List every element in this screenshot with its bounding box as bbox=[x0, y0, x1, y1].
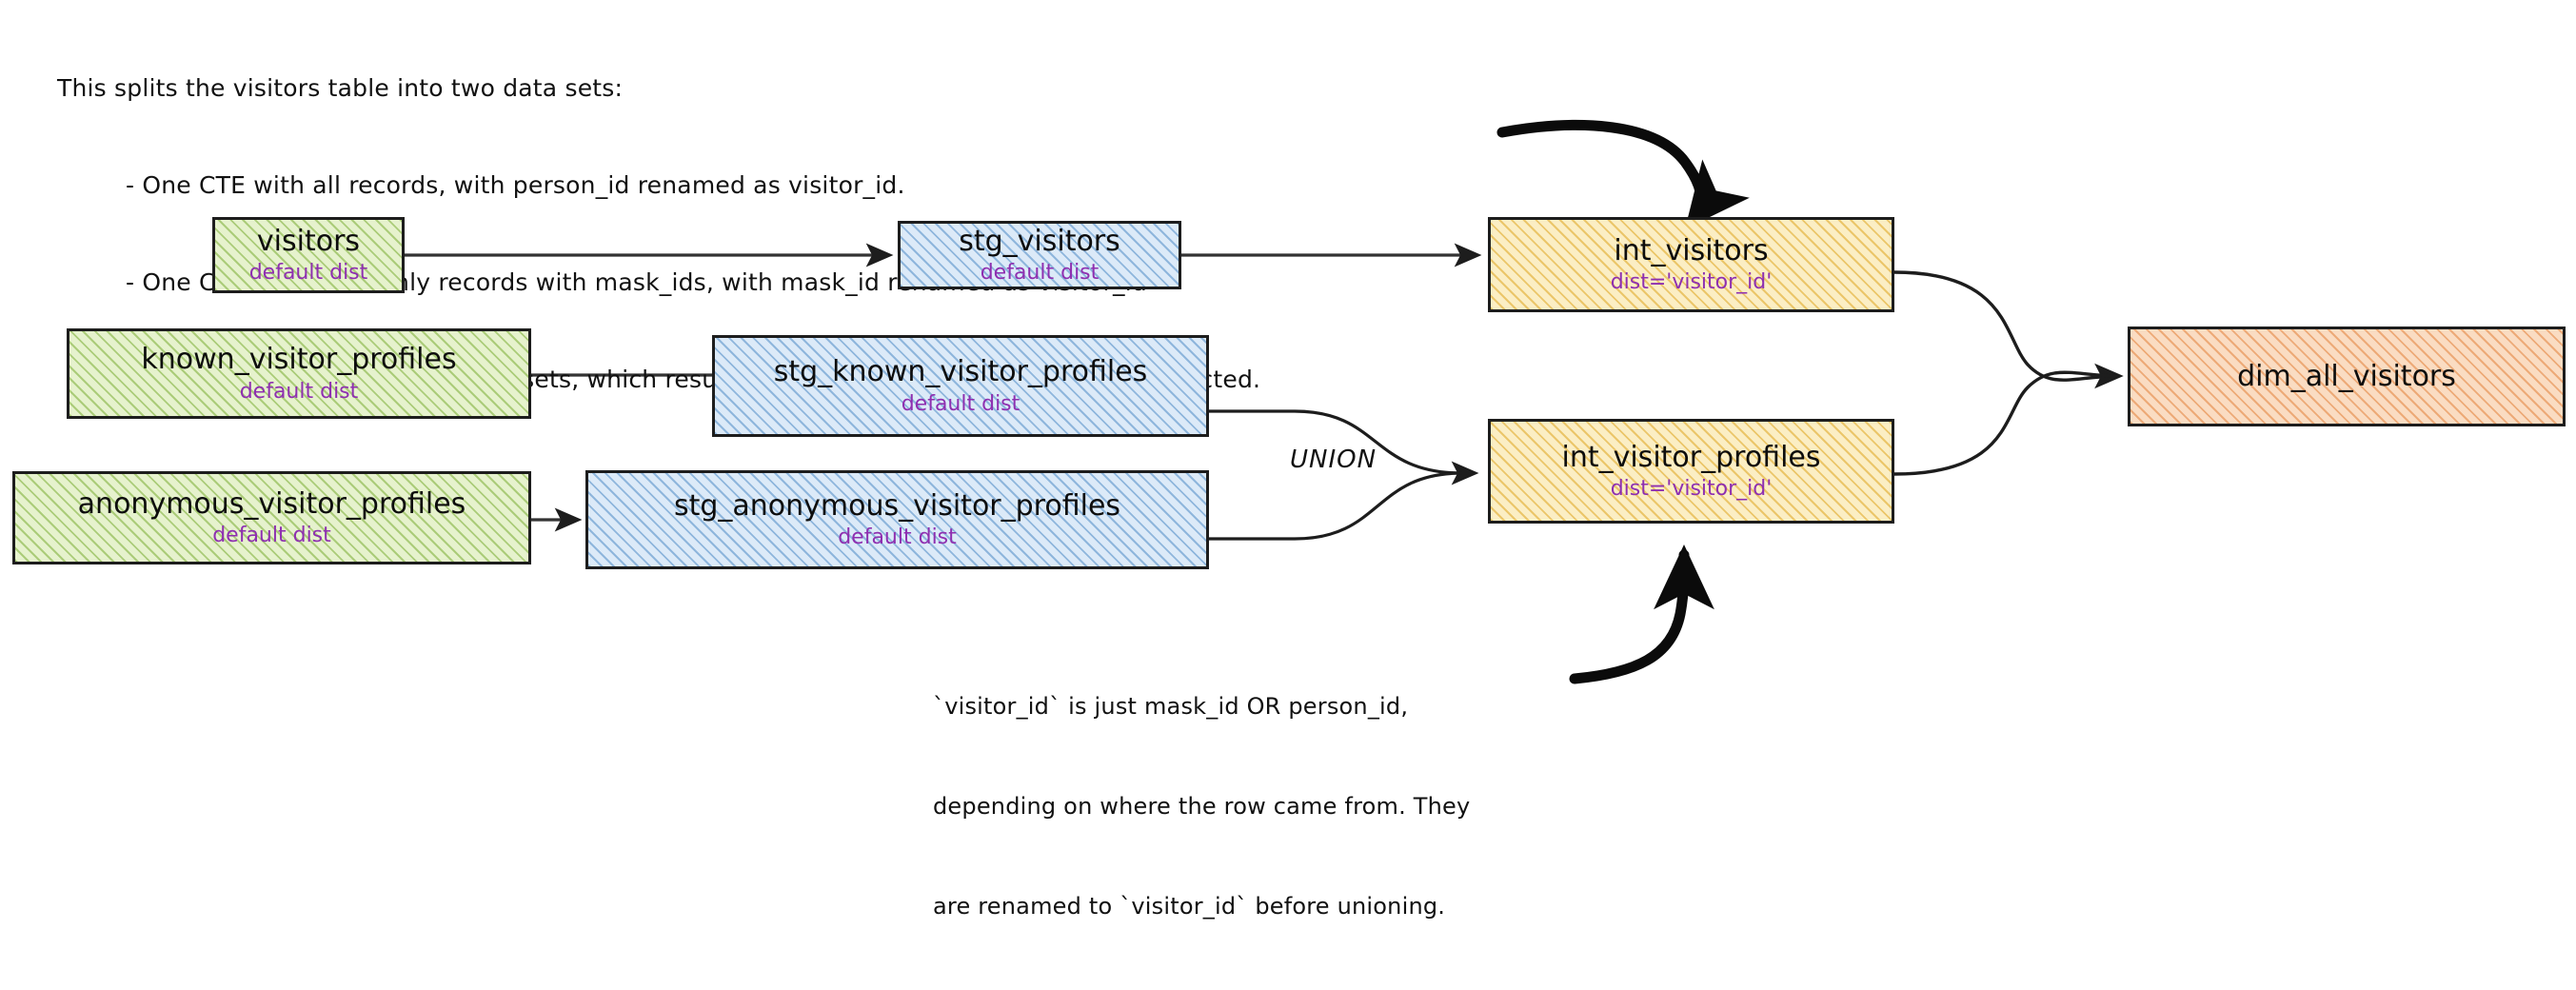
node-known-visitor-profiles[interactable]: known_visitor_profiles default dist bbox=[67, 328, 531, 419]
node-int-visitors[interactable]: int_visitors dist='visitor_id' bbox=[1488, 217, 1894, 312]
node-int-visitor-profiles[interactable]: int_visitor_profiles dist='visitor_id' bbox=[1488, 419, 1894, 524]
node-int-visitors-title: int_visitors bbox=[1614, 233, 1769, 267]
node-int-visitors-dist: dist='visitor_id' bbox=[1610, 270, 1773, 295]
node-stg-anonymous-visitor-profiles-title: stg_anonymous_visitor_profiles bbox=[673, 488, 1121, 523]
node-stg-anonymous-visitor-profiles[interactable]: stg_anonymous_visitor_profiles default d… bbox=[585, 470, 1209, 569]
node-anonymous-visitor-profiles-title: anonymous_visitor_profiles bbox=[77, 486, 466, 521]
union-label: UNION bbox=[1290, 446, 1377, 474]
node-dim-all-visitors[interactable]: dim_all_visitors bbox=[2128, 327, 2566, 426]
node-visitors-title: visitors bbox=[256, 224, 361, 258]
bottom-annotation: `visitor_id` is just mask_id OR person_i… bbox=[933, 624, 1470, 990]
node-dim-all-visitors-title: dim_all_visitors bbox=[2237, 359, 2456, 393]
node-visitors[interactable]: visitors default dist bbox=[212, 217, 405, 293]
node-stg-known-visitor-profiles-dist: default dist bbox=[901, 391, 1020, 416]
node-int-visitor-profiles-dist: dist='visitor_id' bbox=[1610, 477, 1773, 502]
edge-stg-anonymous-to-int-visitor-profiles bbox=[1209, 471, 1463, 541]
edge-int-visitors-to-dim-all-visitors bbox=[1893, 270, 2124, 389]
node-stg-visitors-title: stg_visitors bbox=[959, 224, 1120, 258]
node-int-visitor-profiles-title: int_visitor_profiles bbox=[1561, 440, 1821, 474]
bottom-annotation-line-3: are renamed to `visitor_id` before union… bbox=[933, 893, 1446, 920]
bottom-annotation-line-2: depending on where the row came from. Th… bbox=[933, 793, 1471, 820]
node-visitors-dist: default dist bbox=[248, 261, 368, 286]
node-anonymous-visitor-profiles[interactable]: anonymous_visitor_profiles default dist bbox=[12, 471, 531, 564]
node-stg-anonymous-visitor-profiles-dist: default dist bbox=[838, 525, 957, 550]
node-stg-known-visitor-profiles[interactable]: stg_known_visitor_profiles default dist bbox=[712, 335, 1209, 437]
node-stg-known-visitor-profiles-title: stg_known_visitor_profiles bbox=[773, 355, 1148, 389]
node-stg-visitors[interactable]: stg_visitors default dist bbox=[898, 221, 1181, 289]
header-annotation-line-2: - One CTE with all records, with person_… bbox=[126, 171, 905, 199]
node-anonymous-visitor-profiles-dist: default dist bbox=[212, 524, 331, 548]
node-known-visitor-profiles-dist: default dist bbox=[239, 379, 359, 404]
node-known-visitor-profiles-title: known_visitor_profiles bbox=[141, 343, 457, 377]
edge-bottom-note-to-int-visitor-profiles bbox=[1569, 544, 1714, 684]
node-stg-visitors-dist: default dist bbox=[980, 261, 1100, 286]
header-annotation-line-1: This splits the visitors table into two … bbox=[57, 74, 624, 102]
edge-int-visitor-profiles-to-dim-all-visitors bbox=[1893, 370, 2120, 476]
edge-header-note-to-int-visitors bbox=[1496, 119, 1750, 229]
bottom-annotation-line-1: `visitor_id` is just mask_id OR person_i… bbox=[933, 693, 1409, 720]
diagram-canvas: This splits the visitors table into two … bbox=[12, 74, 2566, 920]
